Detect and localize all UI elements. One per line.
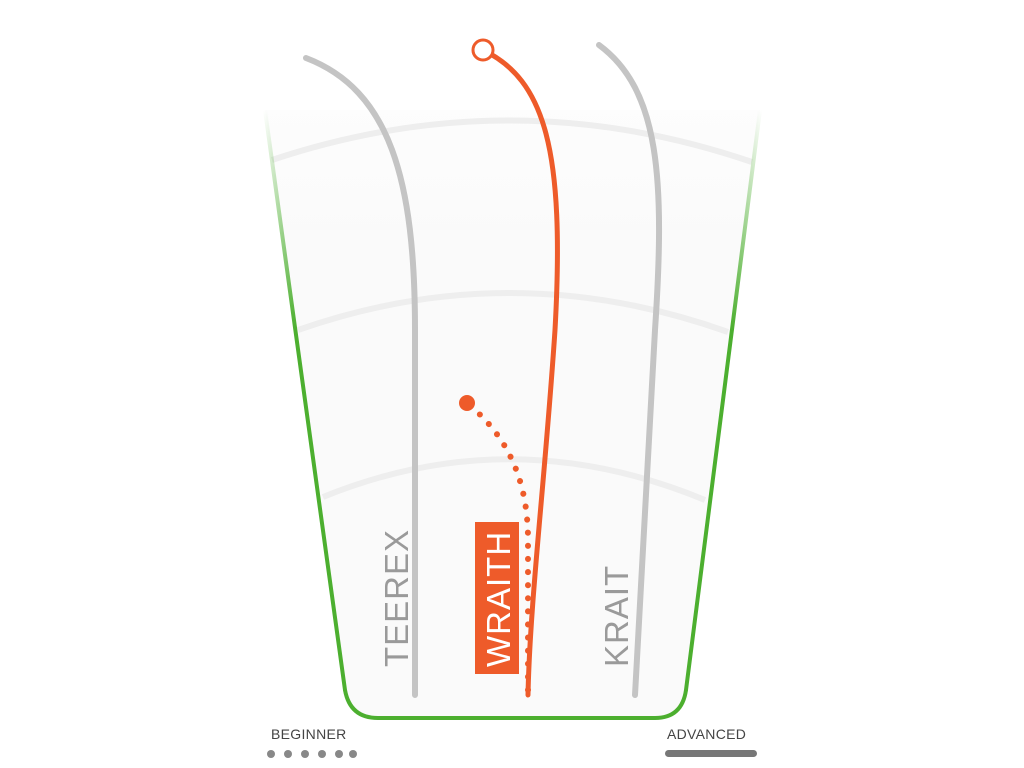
range-arc-near (321, 456, 707, 503)
disc-label-wraith-highlight (475, 522, 519, 674)
flight-path-krait (596, 42, 662, 698)
fairway-border-right (684, 108, 762, 692)
disc-label-wraith: WRAITH (480, 531, 517, 667)
fairway-border-bottom (343, 689, 688, 720)
advanced-label: ADVANCED (667, 726, 746, 742)
range-arc-far (271, 117, 753, 165)
beginner-label: BEGINNER (271, 726, 347, 742)
advanced-bar-icon (665, 750, 757, 757)
flight-path-wraith-beginner (464, 400, 531, 693)
disc-label-teerex: TEEREX (378, 529, 415, 667)
beginner-dots-icon (267, 750, 357, 758)
range-arc-mid (297, 290, 730, 335)
fairway-background (265, 110, 760, 718)
flight-path-wraith (480, 47, 560, 698)
disc-label-krait: KRAIT (598, 565, 635, 667)
wraith-landing-marker (471, 38, 495, 62)
wraith-beginner-landing-marker (459, 395, 475, 411)
fairway-border-left (263, 108, 347, 692)
flight-path-teerex (303, 55, 418, 698)
